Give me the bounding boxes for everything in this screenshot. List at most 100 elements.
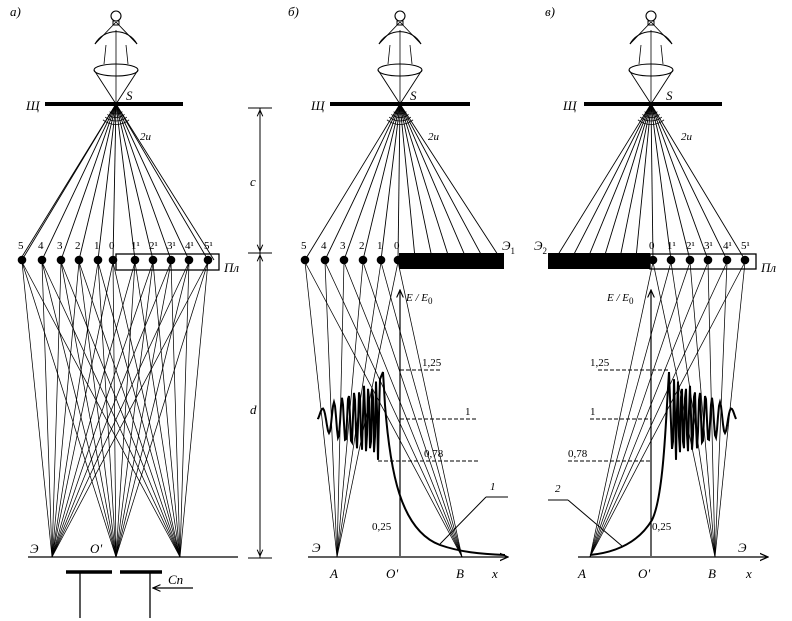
- point-number: 1¹: [667, 240, 676, 252]
- slit-label: Щ: [25, 98, 41, 113]
- diffracted-ray: [51, 261, 99, 558]
- ray-fan: [19, 103, 215, 558]
- converging-ray: [93, 69, 117, 105]
- point-number: 0: [649, 240, 655, 252]
- intensity-curve: [317, 371, 506, 556]
- diffracted-ray: [51, 261, 209, 558]
- point-number: 5: [301, 240, 307, 252]
- beam-ray: [409, 44, 413, 65]
- point-a-label: A: [329, 566, 338, 581]
- point-b-label: B: [456, 566, 464, 581]
- point-dot: [722, 255, 732, 265]
- ray: [115, 103, 172, 261]
- diffracted-ray: [115, 261, 154, 558]
- source-label: S: [126, 88, 133, 103]
- bulb-base: [396, 20, 404, 26]
- point-number: 3¹: [167, 240, 176, 252]
- diffracted-ray: [324, 261, 463, 558]
- diffracted-ray: [78, 261, 117, 558]
- curve-leader: [548, 499, 623, 547]
- ray: [115, 103, 209, 261]
- point-number: 2: [359, 240, 365, 252]
- curve-number: 1: [490, 481, 496, 493]
- diffracted-ray: [21, 261, 181, 558]
- reflector-ray: [399, 21, 422, 45]
- ray: [399, 103, 484, 259]
- diffracted-ray: [689, 261, 716, 558]
- diffracted-ray: [97, 261, 117, 558]
- diffracted-ray: [51, 261, 114, 558]
- point-dot: [203, 255, 213, 265]
- diffracted-ray: [170, 261, 181, 558]
- point-dot: [166, 255, 176, 265]
- aperture-angle-arc: [388, 116, 412, 122]
- diffracted-ray: [343, 261, 463, 558]
- panel-label: б): [288, 4, 299, 19]
- aperture: [66, 570, 193, 618]
- beam-ray: [125, 44, 129, 65]
- point-markers: [300, 255, 403, 265]
- point-number: 3: [57, 240, 63, 252]
- opaque-screen-label: Э1: [502, 238, 515, 256]
- point-dot: [376, 255, 386, 265]
- point-dot: [108, 255, 118, 265]
- point-dot: [648, 255, 658, 265]
- angle-label: 2u: [140, 131, 152, 143]
- angle-label: 2u: [428, 131, 440, 143]
- ray-fan: [304, 103, 501, 558]
- ray: [635, 103, 652, 259]
- panel-label: в): [545, 4, 555, 19]
- beam-ray: [103, 44, 107, 65]
- reflector-ray: [650, 21, 673, 45]
- screen-label: Э: [312, 540, 321, 555]
- ray: [115, 103, 154, 261]
- lamp-icon: [93, 10, 139, 105]
- level-label: 0,25: [372, 521, 392, 533]
- ray: [650, 103, 691, 261]
- ray: [19, 103, 117, 261]
- diffracted-ray: [115, 261, 172, 558]
- diffracted-ray: [179, 261, 209, 558]
- reflector-ray: [629, 21, 652, 45]
- diffracted-ray: [78, 261, 181, 558]
- beam-ray: [660, 44, 664, 65]
- point-number: 1¹: [131, 240, 140, 252]
- diffracted-ray: [112, 261, 181, 558]
- intensity-axis-label: E / E0: [405, 292, 433, 306]
- ray: [115, 103, 215, 261]
- ray: [603, 103, 652, 259]
- plate-label: Пл: [223, 260, 239, 275]
- point-b-label: B: [708, 566, 716, 581]
- point-dot: [300, 255, 310, 265]
- dimension-lines: [248, 107, 272, 559]
- curve-leader: [439, 496, 508, 545]
- diffracted-ray: [380, 261, 463, 558]
- point-number: 3: [340, 240, 346, 252]
- converging-ray: [399, 69, 423, 105]
- diffracted-ray: [589, 261, 654, 558]
- reflector-ray: [115, 21, 138, 45]
- diffracted-ray: [324, 261, 338, 558]
- diffracted-ray: [21, 261, 53, 558]
- ray: [650, 103, 746, 261]
- point-dot: [339, 255, 349, 265]
- diffracted-ray: [112, 261, 117, 558]
- point-dot: [56, 255, 66, 265]
- aperture-angle-arc: [637, 119, 665, 125]
- point-dot: [740, 255, 750, 265]
- diffracted-ray: [41, 261, 117, 558]
- plate-label: Пл: [760, 260, 776, 275]
- point-markers: [648, 255, 750, 265]
- opaque-screen-label: Э2: [534, 238, 547, 256]
- point-number: 4: [38, 240, 44, 252]
- point-number: 0: [109, 240, 115, 252]
- diffracted-ray: [152, 261, 181, 558]
- point-number: 1: [94, 240, 100, 252]
- bulb-icon: [110, 10, 122, 22]
- screen-label: Э: [738, 540, 747, 555]
- point-dot: [184, 255, 194, 265]
- point-dot: [148, 255, 158, 265]
- aperture-angle-arc: [109, 111, 123, 115]
- level-label: 1,25: [590, 357, 610, 369]
